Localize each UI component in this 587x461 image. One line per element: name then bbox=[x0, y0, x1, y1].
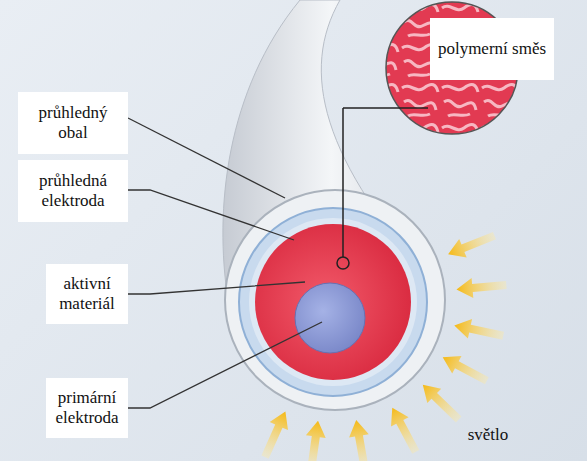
light-arrow bbox=[443, 356, 489, 384]
part-label: aktivní materiál bbox=[50, 274, 124, 315]
part-label: primární elektroda bbox=[50, 388, 124, 429]
leader-line bbox=[128, 282, 305, 294]
label-box: světlo bbox=[438, 420, 538, 450]
light-arrow bbox=[349, 420, 369, 461]
label-box: polymerní směs bbox=[430, 18, 554, 80]
part-label: světlo bbox=[468, 425, 509, 445]
part-label: průhledná elektroda bbox=[22, 171, 124, 212]
label-box: průhledná elektroda bbox=[18, 160, 128, 222]
sample-marker bbox=[337, 257, 349, 269]
light-arrow bbox=[423, 385, 462, 423]
transparent-wrap bbox=[225, 190, 445, 410]
label-box: průhledný obal bbox=[18, 92, 128, 154]
part-label: polymerní směs bbox=[438, 39, 546, 59]
light-arrow bbox=[457, 278, 507, 298]
leader-line bbox=[128, 190, 294, 240]
part-label: průhledný obal bbox=[22, 103, 124, 144]
leader-line bbox=[342, 108, 344, 257]
light-arrow bbox=[448, 232, 496, 258]
active-material bbox=[255, 224, 411, 380]
light-arrow bbox=[454, 319, 504, 340]
light-arrow bbox=[261, 412, 288, 459]
primary-electrode bbox=[295, 283, 365, 353]
electrode-gap bbox=[249, 218, 417, 386]
leader-line bbox=[128, 322, 322, 408]
leader-line bbox=[128, 118, 285, 198]
label-box: aktivní materiál bbox=[46, 264, 128, 324]
light-arrow bbox=[306, 421, 326, 461]
leader-line bbox=[343, 107, 428, 109]
light-arrow bbox=[391, 408, 419, 454]
transparent-electrode bbox=[239, 208, 427, 396]
label-box: primární elektroda bbox=[46, 378, 128, 438]
